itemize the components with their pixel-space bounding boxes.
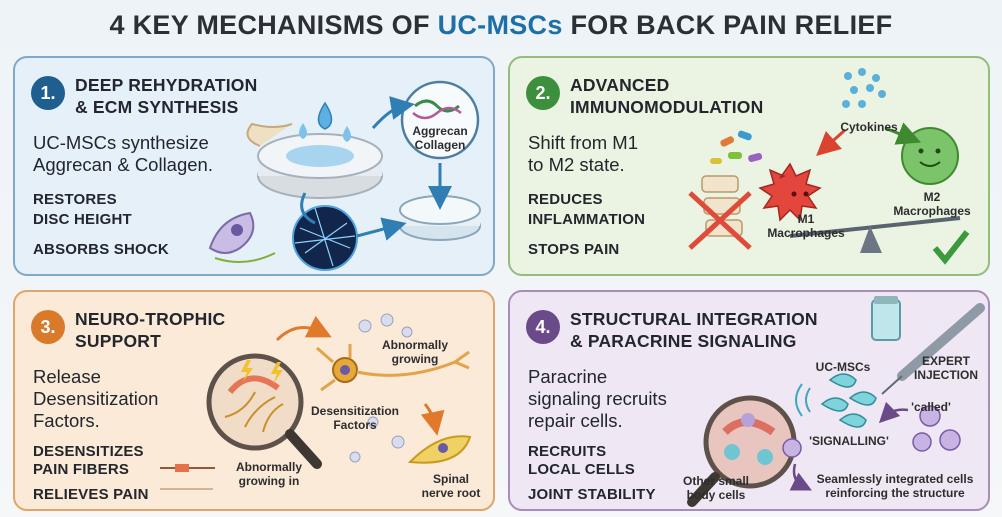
- label-line: Desensitization: [310, 404, 400, 418]
- description-line: Shift from M1: [528, 132, 638, 153]
- label-uc-mscs: UC-MSCs: [815, 360, 871, 374]
- label-macrophages: Macrophages: [893, 204, 971, 218]
- label-abnormally-growing: Abnormally growing: [375, 338, 455, 366]
- panel-number: 4.: [526, 310, 560, 344]
- heading-line: STRUCTURAL INTEGRATION: [570, 309, 818, 329]
- heading-line: IMMUNOMODULATION: [570, 97, 764, 117]
- label-line: Seamlessly integrated cells: [816, 472, 974, 486]
- description-line: Release: [33, 366, 101, 387]
- panel-description: UC-MSCs synthesize Aggrecan & Collagen.: [33, 132, 213, 176]
- label-expert-injection: EXPERT INJECTION: [906, 354, 986, 382]
- label-cytokines: Cytokines: [840, 120, 898, 134]
- panel-neurotrophic: 3. NEURO-TROPHIC SUPPORT Release Desensi…: [13, 290, 495, 511]
- heading-line: & PARACRINE SIGNALING: [570, 331, 797, 351]
- panel-number: 3.: [31, 310, 65, 344]
- label-m2: M2: [923, 190, 941, 204]
- checkmark-icon: [932, 230, 970, 265]
- description-line: to M2 state.: [528, 154, 625, 175]
- label-line: growing: [391, 352, 439, 366]
- label-m1-macrophages: M1 Macrophages: [766, 212, 846, 240]
- bullet-restores: RESTORES: [33, 191, 117, 208]
- label-spinal-nerve-root: Spinal nerve root: [413, 472, 489, 500]
- structural-illustration: [687, 296, 985, 507]
- label-line: Factors: [333, 418, 377, 432]
- neurotrophic-illustration: [160, 313, 472, 490]
- label-m1: M1: [797, 212, 815, 226]
- panel-heading: NEURO-TROPHIC SUPPORT: [75, 308, 225, 352]
- heading-line: & ECM SYNTHESIS: [75, 97, 239, 117]
- bullet-disc-height: DISC HEIGHT: [33, 211, 132, 228]
- bullet-local-cells: LOCAL CELLS: [528, 461, 635, 478]
- x-mark-icon: [688, 191, 752, 250]
- bullet-inflammation: INFLAMMATION: [528, 211, 646, 228]
- panel-heading: ADVANCED IMMUNOMODULATION: [570, 74, 763, 118]
- heading-line: NEURO-TROPHIC: [75, 309, 226, 329]
- label-line: Other small: [682, 474, 750, 488]
- label-line: nerve root: [421, 486, 481, 500]
- bullet-desensitizes: DESENSITIZES: [33, 443, 144, 460]
- panel-number: 1.: [31, 76, 65, 110]
- bullet-joint-stability: JOINT STABILITY: [528, 486, 656, 503]
- label-signalling: 'SIGNALLING': [809, 434, 889, 448]
- syringe-icon: [897, 303, 985, 381]
- panel-description: Shift from M1 to M2 state.: [528, 132, 638, 176]
- label-line: EXPERT: [921, 354, 970, 368]
- label-line: reinforcing the structure: [825, 486, 965, 500]
- label-collagen: Collagen: [414, 138, 466, 152]
- bullet-reduces: REDUCES: [528, 191, 603, 208]
- panel-heading: STRUCTURAL INTEGRATION & PARACRINE SIGNA…: [570, 308, 818, 352]
- aggrecan-collagen-label: Aggrecan Collagen: [403, 124, 477, 152]
- description-line: Factors.: [33, 410, 100, 431]
- heading-line: ADVANCED: [570, 75, 670, 95]
- magnifier-icon: [206, 353, 304, 451]
- title-highlight: UC-MSCs: [437, 10, 563, 40]
- description-line: UC-MSCs synthesize: [33, 132, 209, 153]
- label-desensitization-factors: Desensitization Factors: [303, 404, 407, 432]
- label-aggrecan: Aggrecan: [412, 124, 468, 138]
- label-line: body cells: [686, 488, 746, 502]
- panel-heading: DEEP REHYDRATION & ECM SYNTHESIS: [75, 74, 257, 118]
- label-other-small-body-cells: Other small body cells: [678, 474, 754, 502]
- bullet-stops-pain: STOPS PAIN: [528, 241, 620, 258]
- label-line: growing in: [238, 474, 300, 488]
- label-seamlessly-integrated: Seamlessly integrated cells reinforcing …: [810, 472, 980, 500]
- label-called: 'called': [911, 400, 951, 414]
- panel-rehydration: 1. DEEP REHYDRATION & ECM SYNTHESIS UC-M…: [13, 56, 495, 276]
- vial-icon: [871, 299, 901, 341]
- label-macrophages: Macrophages: [767, 226, 845, 240]
- description-line: signaling recruits: [528, 388, 667, 409]
- label-line: Abnormally: [235, 460, 302, 474]
- bullet-relieves-pain: RELIEVES PAIN: [33, 486, 149, 503]
- title-prefix: 4 KEY MECHANISMS OF: [109, 10, 438, 40]
- description-line: Paracrine: [528, 366, 608, 387]
- label-line: INJECTION: [913, 368, 978, 382]
- immunomodulation-illustration: [688, 68, 970, 265]
- panel-description: Release Desensitization Factors.: [33, 366, 158, 432]
- bullet-pain-fibers: PAIN FIBERS: [33, 461, 130, 478]
- page-title: 4 KEY MECHANISMS OF UC-MSCs FOR BACK PAI…: [0, 4, 1002, 46]
- label-line: Spinal: [432, 472, 469, 486]
- panel-structural-integration: 4. STRUCTURAL INTEGRATION & PARACRINE SI…: [508, 290, 990, 511]
- panel-number: 2.: [526, 76, 560, 110]
- panel-immunomodulation: 2. ADVANCED IMMUNOMODULATION Shift from …: [508, 56, 990, 276]
- rehydration-illustration: [208, 80, 481, 271]
- title-suffix: FOR BACK PAIN RELIEF: [562, 10, 893, 40]
- description-line: Desensitization: [33, 388, 159, 409]
- description-line: repair cells.: [528, 410, 623, 431]
- heading-line: DEEP REHYDRATION: [75, 75, 258, 95]
- heading-line: SUPPORT: [75, 331, 161, 351]
- label-abnormally-growing-in: Abnormally growing in: [227, 460, 311, 488]
- panel-description: Paracrine signaling recruits repair cell…: [528, 366, 667, 432]
- label-line: Abnormally: [381, 338, 448, 352]
- label-m2-macrophages: M2 Macrophages: [890, 190, 974, 218]
- description-line: Aggrecan & Collagen.: [33, 154, 213, 175]
- bullet-absorbs-shock: ABSORBS SHOCK: [33, 241, 169, 258]
- water-drop-icon: [317, 101, 333, 130]
- bullet-recruits: RECRUITS: [528, 443, 607, 460]
